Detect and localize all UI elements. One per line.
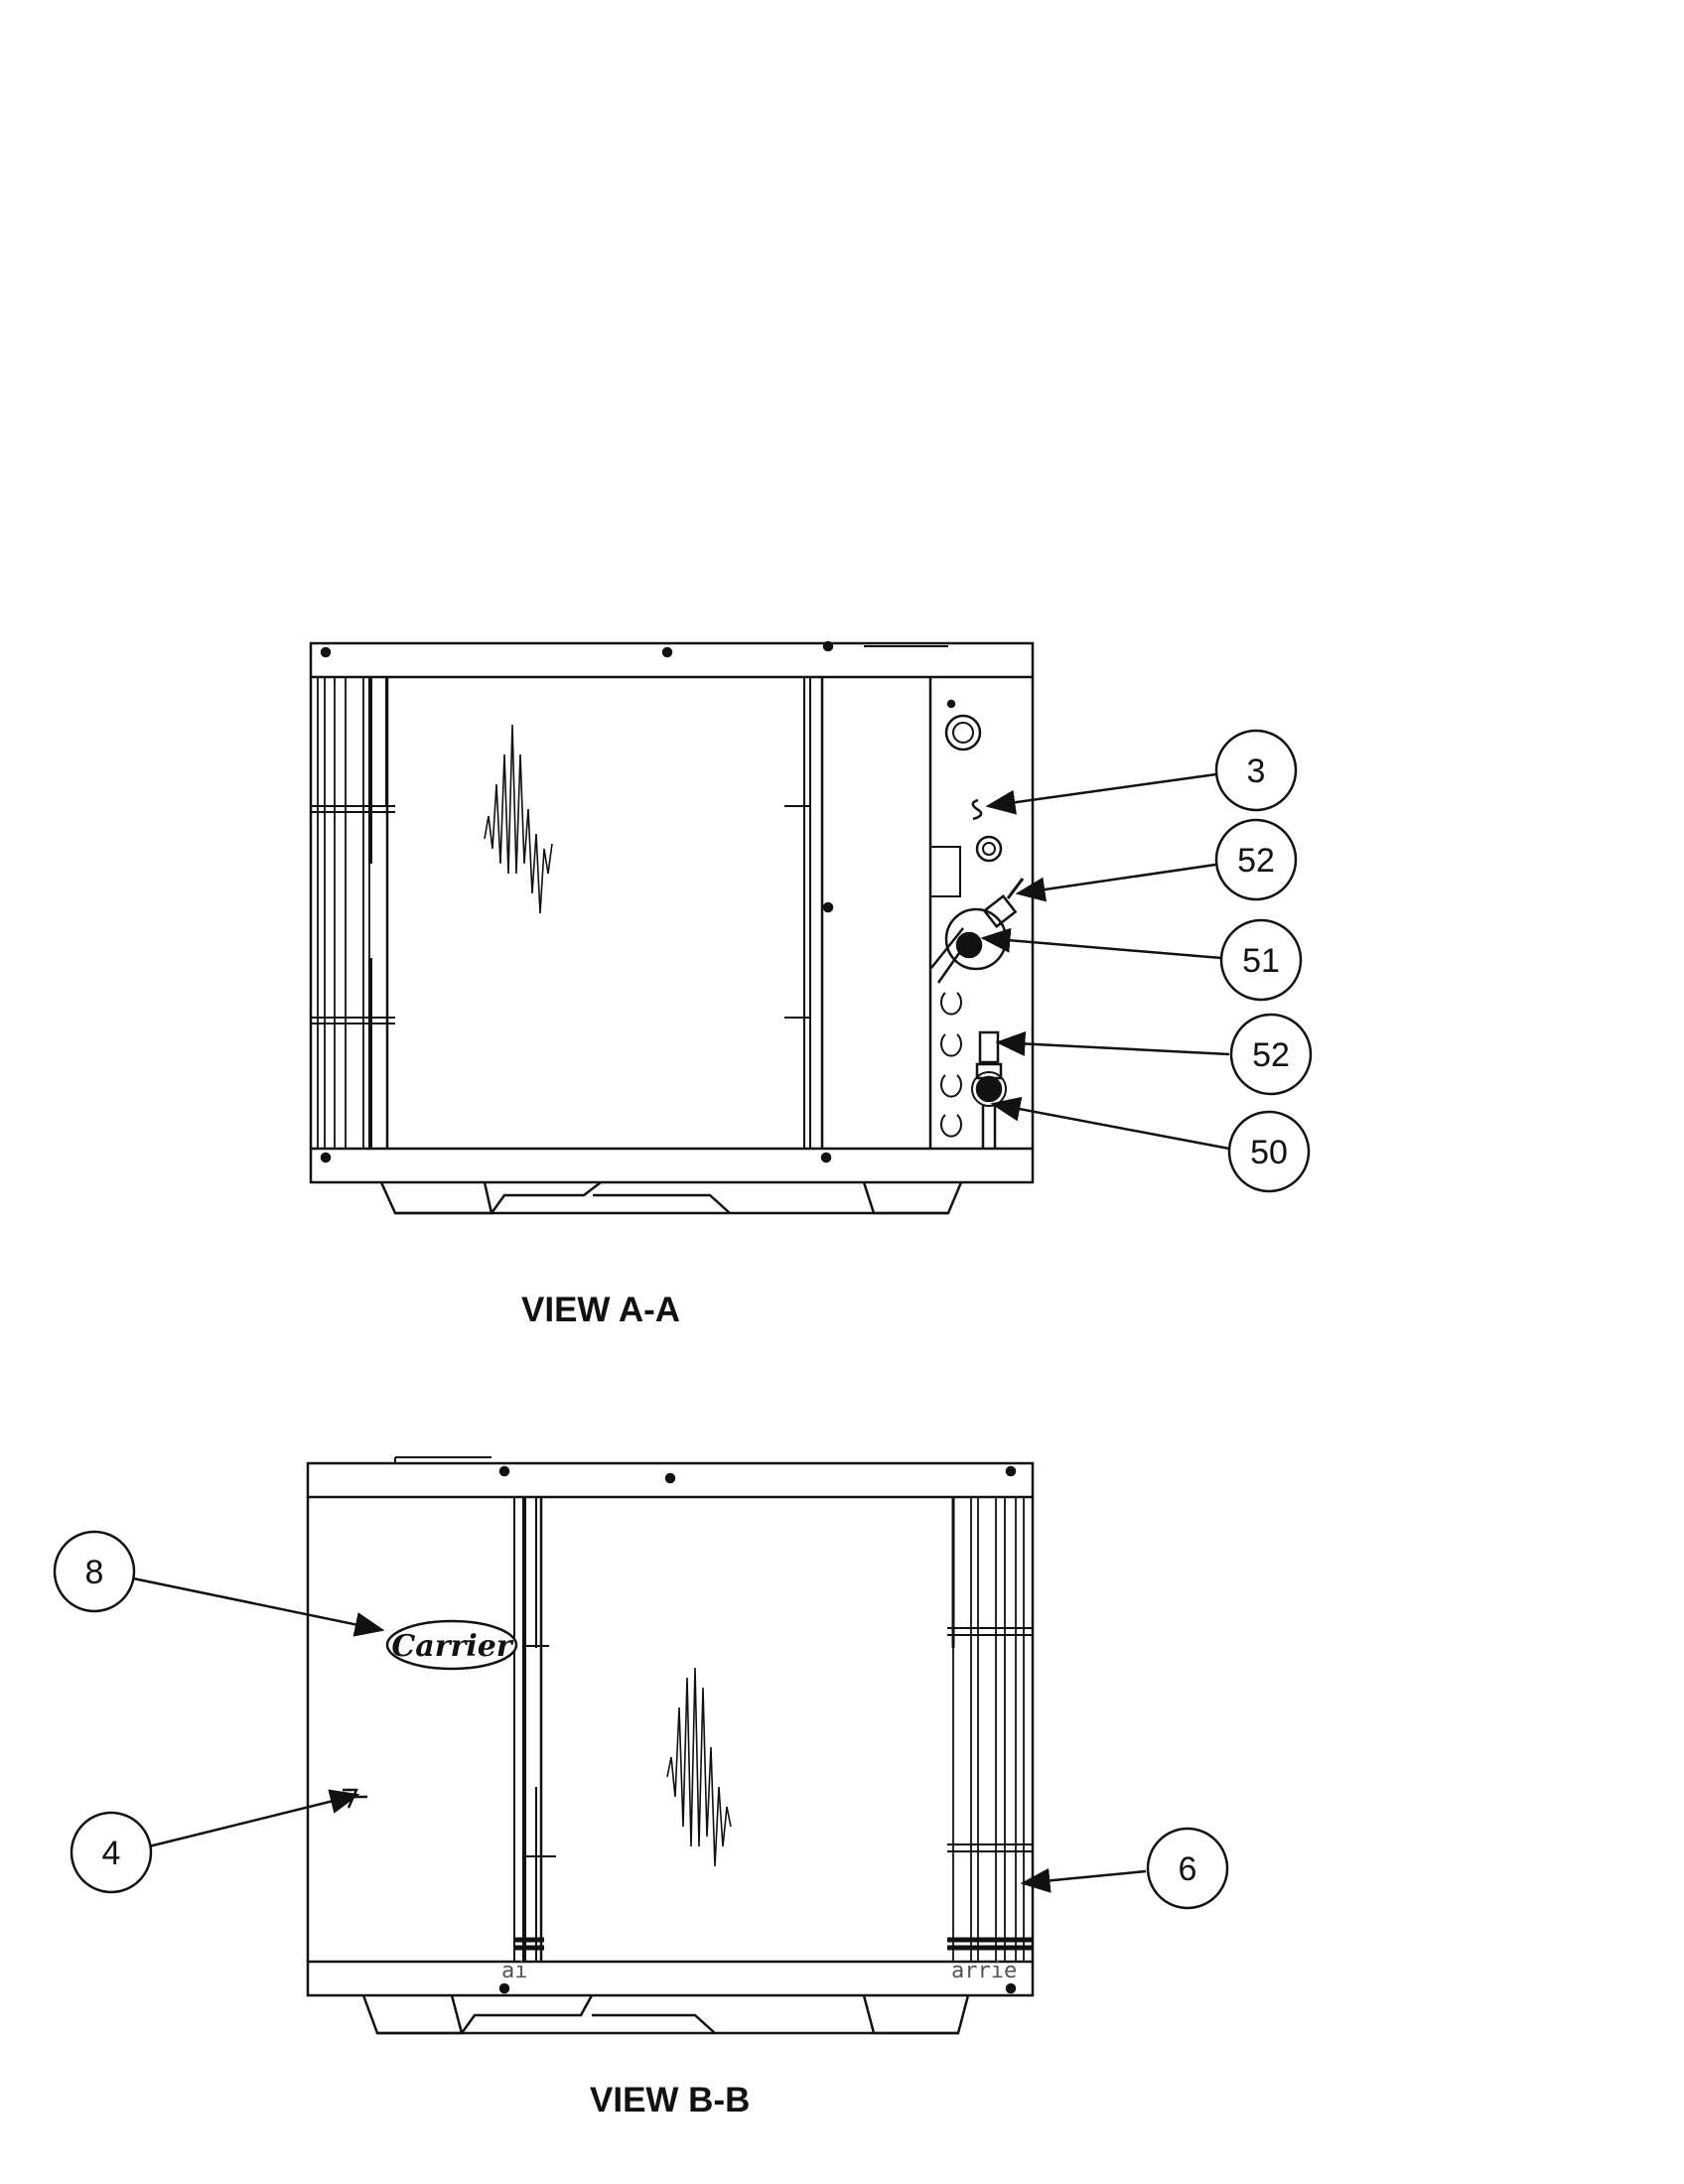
callout-51: 51	[1219, 918, 1303, 1002]
unit-view-b	[306, 1456, 1035, 2035]
callout-52-upper: 52	[1214, 818, 1298, 901]
leader-4	[148, 1789, 360, 1848]
callout-6: 6	[1146, 1827, 1229, 1910]
svg-text:50: 50	[1250, 1134, 1288, 1171]
carrier-logo-text: Carrier	[391, 1629, 513, 1664]
leader-50	[990, 1096, 1230, 1151]
svg-text:8: 8	[85, 1554, 104, 1591]
svg-text:3: 3	[1247, 752, 1266, 790]
svg-text:6: 6	[1179, 1850, 1197, 1888]
leader-52b	[995, 1030, 1230, 1056]
callout-50: 50	[1227, 1110, 1311, 1193]
bottom-rail	[309, 1147, 1035, 1184]
carrier-logo-plate	[385, 1619, 518, 1671]
view-a-title: VIEW A-A	[521, 1291, 681, 1329]
leader-51	[980, 927, 1222, 960]
leader-8	[132, 1576, 385, 1637]
callout-52-lower: 52	[1229, 1013, 1313, 1096]
leader-3	[985, 772, 1217, 815]
bottom-rail	[306, 1960, 1035, 1997]
callout-8: 8	[53, 1530, 136, 1613]
fin-text-right: arrie	[951, 1959, 1017, 1983]
fin-text-left: ai	[501, 1959, 528, 1983]
leader-52a	[1015, 863, 1216, 902]
view-b-title: VIEW B-B	[590, 2081, 751, 2119]
leader-6	[1020, 1867, 1147, 1893]
svg-text:51: 51	[1242, 942, 1280, 980]
callout-3: 3	[1214, 729, 1298, 812]
svg-text:4: 4	[102, 1835, 121, 1872]
leader-lines	[132, 772, 1230, 1893]
callout-4: 4	[70, 1811, 153, 1894]
svg-text:52: 52	[1237, 842, 1275, 880]
top-rail	[309, 641, 1035, 679]
unit-view-a	[309, 640, 1035, 1215]
svg-text:52: 52	[1252, 1036, 1290, 1074]
